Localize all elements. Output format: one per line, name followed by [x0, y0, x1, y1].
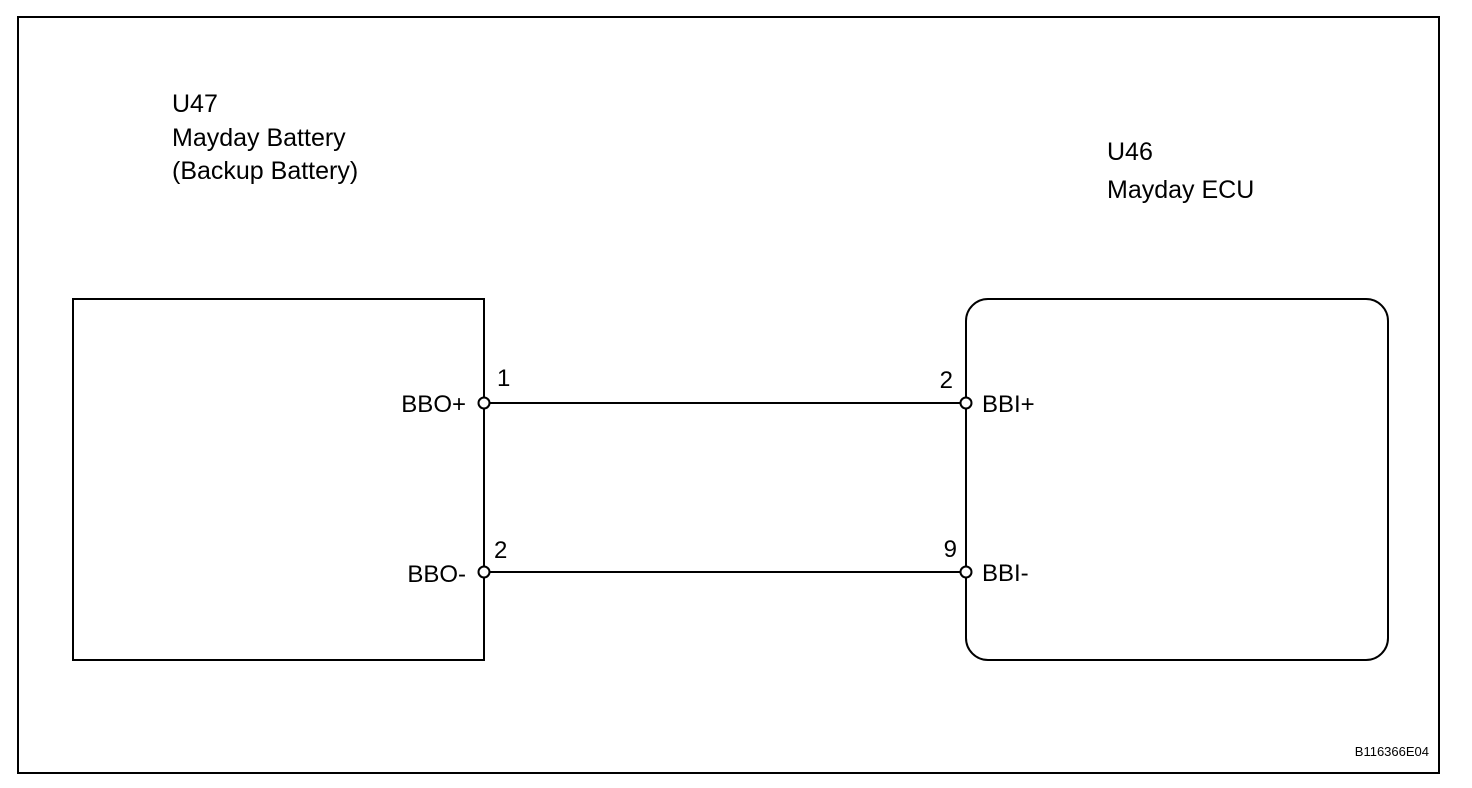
pin-number-bbi-plus: 2: [940, 367, 953, 394]
terminal-bbo-plus: [477, 396, 491, 410]
terminal-label-bbi-plus: BBI+: [982, 391, 1035, 418]
battery-name: Mayday Battery: [172, 124, 346, 152]
pin-number-bbo-minus: 2: [494, 537, 507, 564]
diagram-id: B116366E04: [1355, 744, 1429, 759]
battery-box: [72, 298, 485, 661]
ecu-name: Mayday ECU: [1107, 176, 1254, 204]
battery-code: U47: [172, 90, 218, 118]
pin-number-bbo-plus: 1: [497, 365, 510, 392]
diagram-frame: [17, 16, 1440, 774]
terminal-bbo-minus: [477, 565, 491, 579]
battery-subname: (Backup Battery): [172, 157, 358, 185]
ecu-code: U46: [1107, 138, 1153, 166]
ecu-box: [965, 298, 1389, 661]
pin-number-bbi-minus: 9: [944, 536, 957, 563]
terminal-label-bbi-minus: BBI-: [982, 560, 1029, 587]
terminal-label-bbo-minus: BBO-: [407, 561, 466, 588]
terminal-bbi-plus: [959, 396, 973, 410]
terminal-bbi-minus: [959, 565, 973, 579]
terminal-label-bbo-plus: BBO+: [401, 391, 466, 418]
